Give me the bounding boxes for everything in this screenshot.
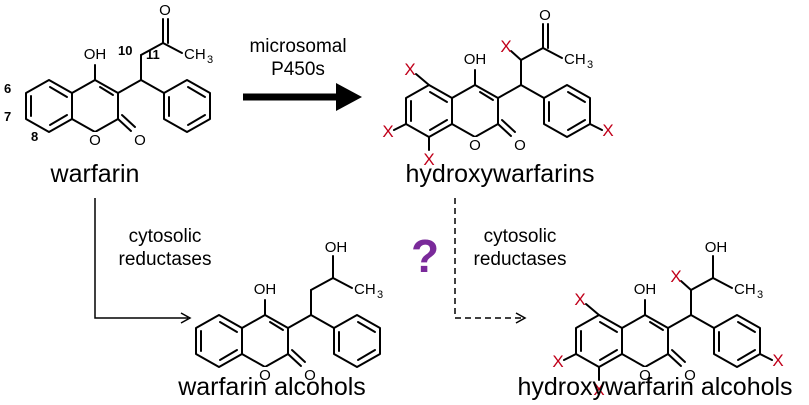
- carbonyl-oxygen-label: O: [684, 367, 696, 384]
- reductase-arrow-dashed: [454, 198, 523, 319]
- warfarin-name: warfarin: [50, 160, 140, 188]
- carbonyl-oxygen-label: O: [514, 137, 526, 154]
- hydroxyl-label: OH: [464, 51, 487, 68]
- methyl-label: CH 3: [184, 46, 213, 66]
- hydroxyl-label: OH: [84, 46, 107, 63]
- atom-number-11: 11: [146, 47, 160, 62]
- ring-oxygen-label: O: [639, 367, 651, 384]
- ring-oxygen-label: O: [89, 132, 101, 149]
- p450-label-line2: P450s: [271, 59, 325, 80]
- svg-text:CH: CH: [354, 281, 376, 298]
- hydroxywarfarin-alcohol-structure: O O OH OH CH 3 X X X X X: [552, 239, 783, 399]
- hydroxylation-site-8: X: [423, 150, 434, 169]
- hydroxylation-site-6: X: [574, 290, 585, 309]
- methyl-label: CH 3: [564, 51, 593, 71]
- svg-text:3: 3: [207, 54, 213, 66]
- atom-number-10: 10: [118, 43, 132, 58]
- svg-text:CH: CH: [184, 46, 206, 63]
- hydroxylation-site-7: X: [382, 122, 393, 141]
- hydroxyl-label: OH: [254, 281, 277, 298]
- carbonyl-oxygen-label: O: [134, 132, 146, 149]
- ring-oxygen-label: O: [469, 137, 481, 154]
- svg-text:CH: CH: [564, 51, 586, 68]
- unknown-step-question-mark: ?: [411, 230, 439, 282]
- svg-text:3: 3: [757, 289, 763, 301]
- ketone-oxygen-label: O: [539, 7, 551, 24]
- reductase-arrow-solid: [94, 198, 188, 319]
- hydroxylation-site-7: X: [552, 352, 563, 371]
- atom-number-8: 8: [31, 129, 38, 144]
- hydroxylation-site-phenyl: X: [602, 121, 613, 140]
- reductase-b-label-line2: reductases: [474, 249, 567, 270]
- methyl-label: CH 3: [734, 281, 763, 301]
- carbonyl-oxygen-label: O: [304, 367, 316, 384]
- atom-number-7: 7: [4, 109, 11, 124]
- hydroxywarfarin-structure: O O OH O CH 3 X X X X X: [382, 7, 613, 169]
- hydroxylation-site-8: X: [593, 380, 604, 399]
- svg-text:3: 3: [587, 59, 593, 71]
- svg-text:3: 3: [377, 289, 383, 301]
- hydroxylation-site-6: X: [404, 60, 415, 79]
- p450-reaction-arrow: [243, 83, 362, 111]
- reductase-b-label-line1: cytosolic: [484, 226, 557, 247]
- hydroxywarfarins-name: hydroxywarfarins: [406, 160, 595, 188]
- side-chain-hydroxyl-label: OH: [325, 239, 348, 256]
- hydroxywarfarin-alcohols-name: hydroxywarfarin alcohols: [517, 373, 792, 401]
- atom-number-6: 6: [4, 81, 11, 96]
- reductase-a-label-line1: cytosolic: [129, 226, 202, 247]
- side-chain-hydroxyl-label: OH: [705, 239, 728, 256]
- ketone-oxygen-label: O: [159, 2, 171, 19]
- warfarin-alcohols-name: warfarin alcohols: [177, 373, 366, 401]
- hydroxylation-site-10: X: [500, 37, 511, 56]
- hydroxylation-site-10: X: [670, 267, 681, 286]
- hydroxylation-site-phenyl: X: [772, 351, 783, 370]
- warfarin-alcohol-structure: O O OH OH CH 3: [195, 239, 383, 384]
- svg-text:CH: CH: [734, 281, 756, 298]
- ring-oxygen-label: O: [259, 367, 271, 384]
- methyl-label: CH 3: [354, 281, 383, 301]
- reductase-a-label-line2: reductases: [119, 249, 212, 270]
- p450-label-line1: microsomal: [249, 36, 346, 57]
- hydroxyl-label: OH: [634, 281, 657, 298]
- warfarin-structure: O O OH O CH 3 6 7 8 10 11: [4, 2, 213, 149]
